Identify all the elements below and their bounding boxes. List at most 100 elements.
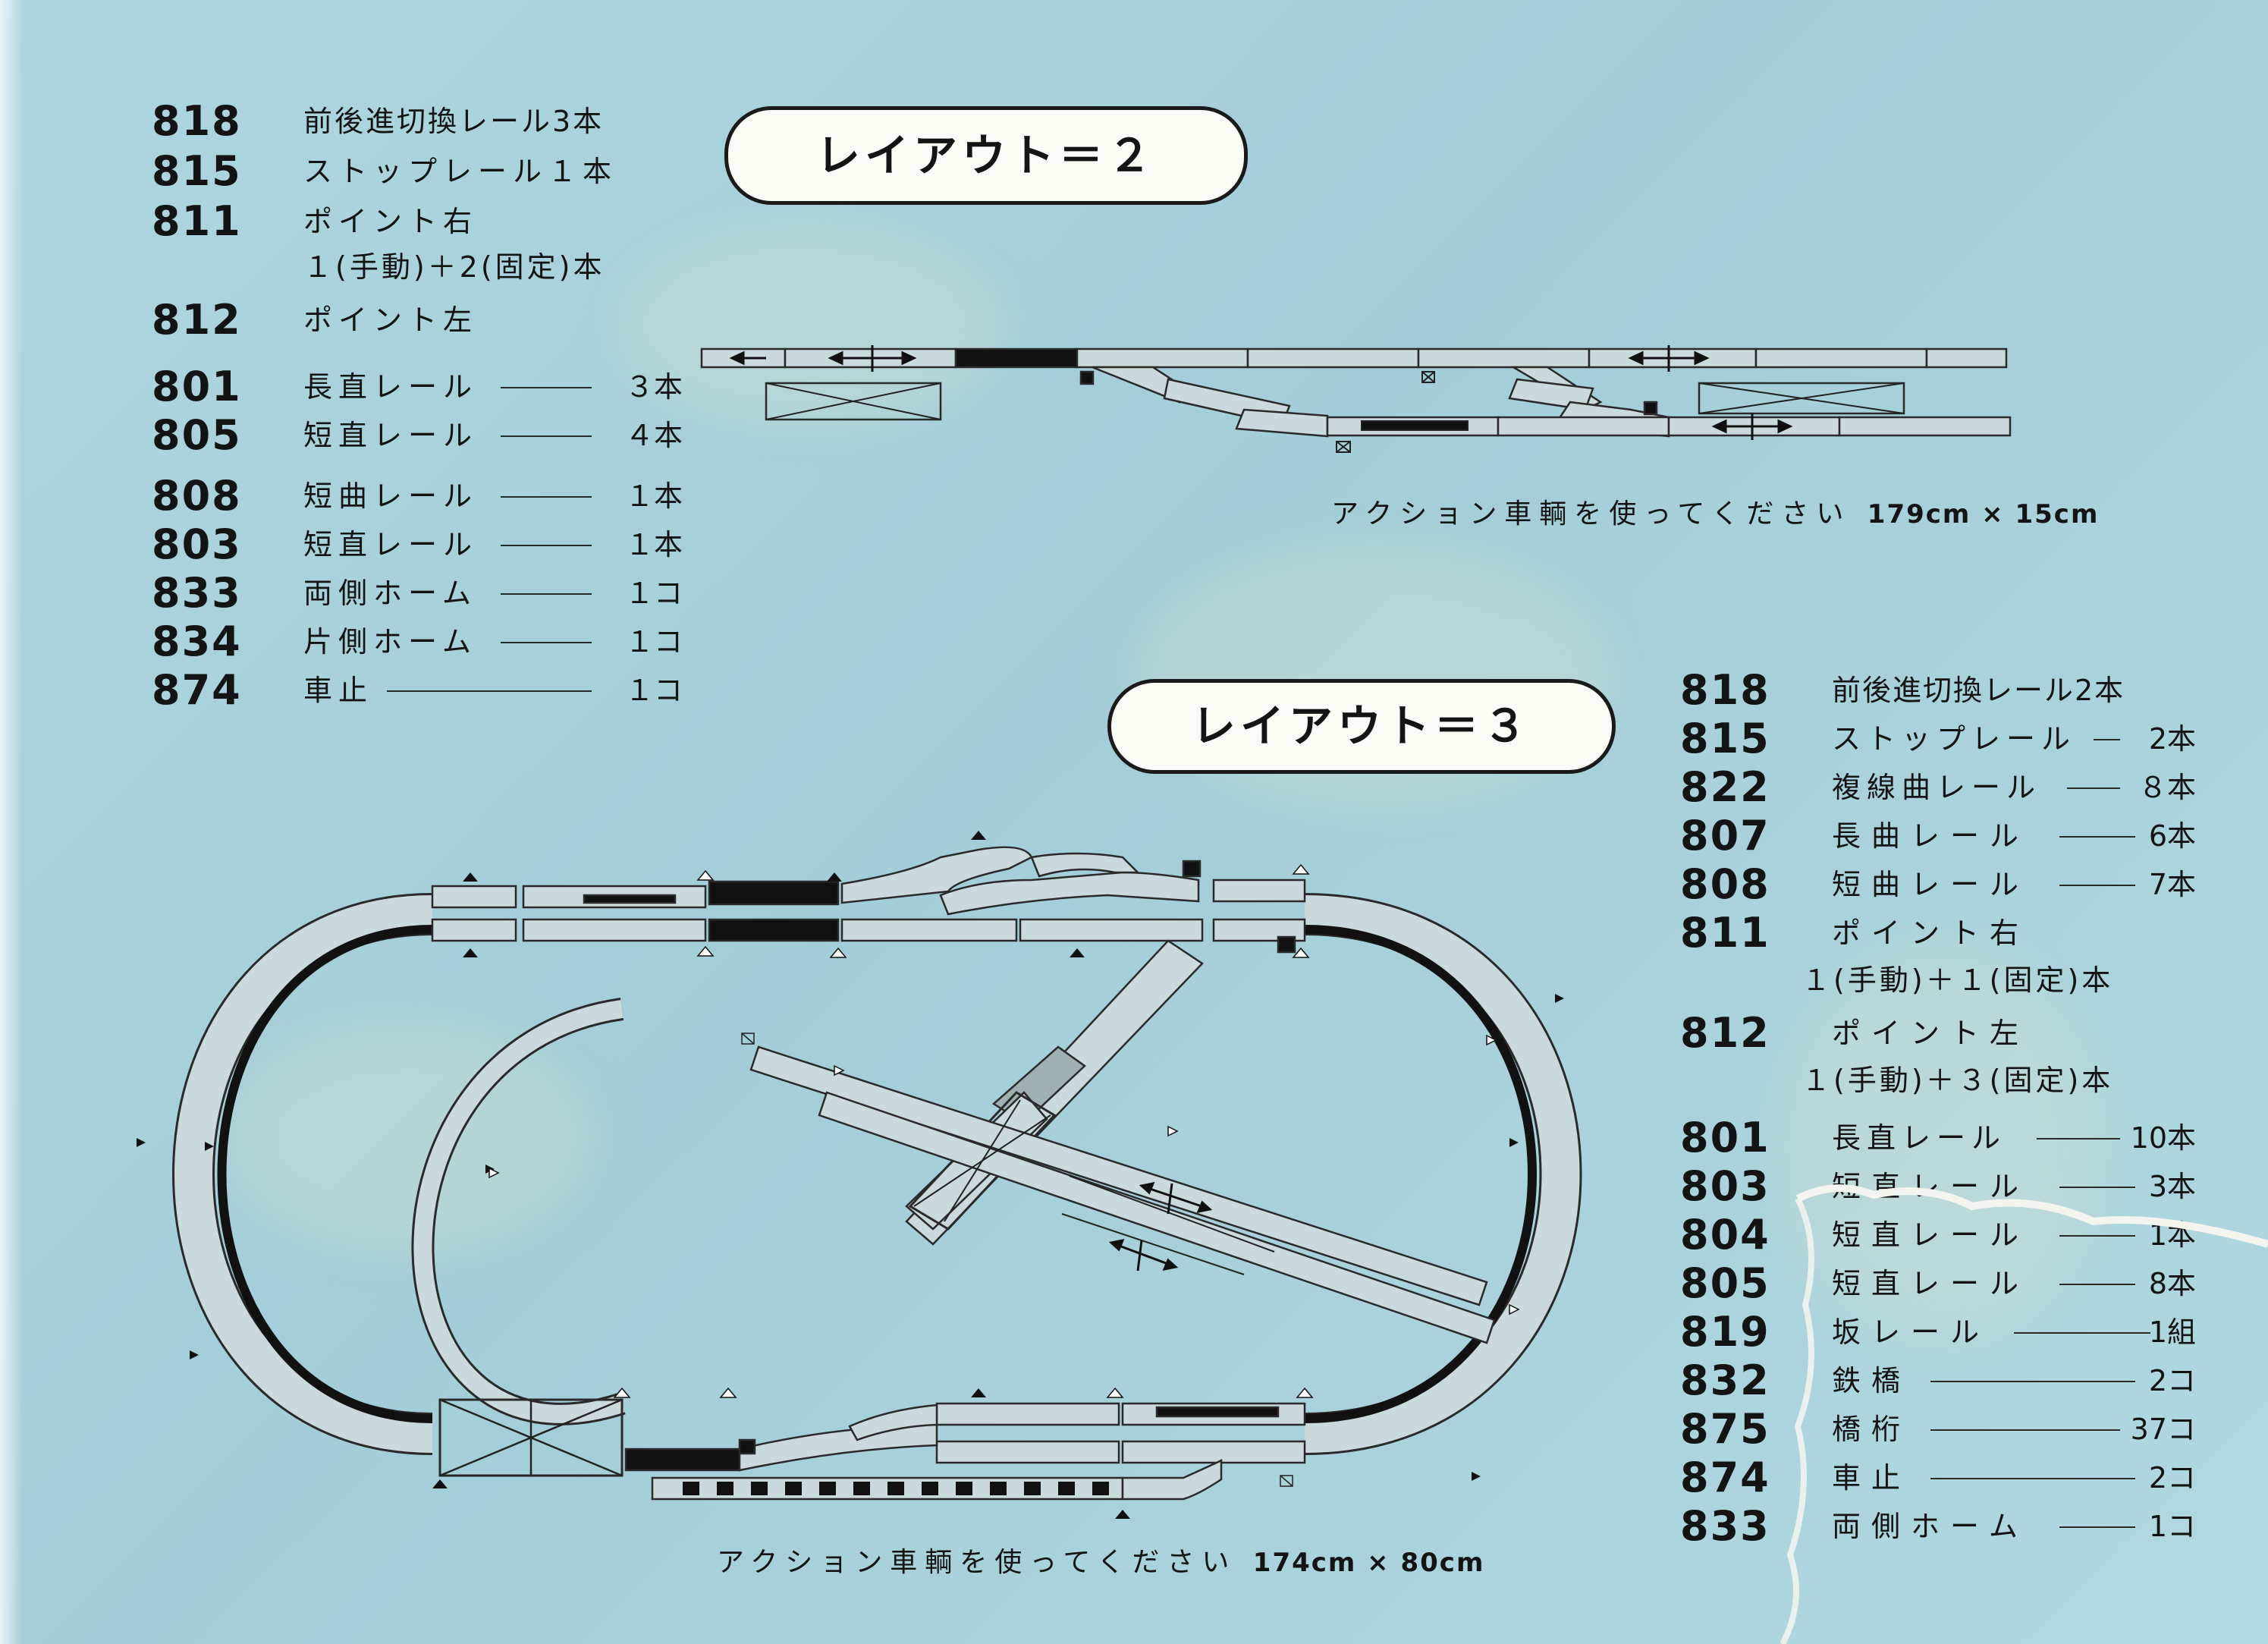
part-row: 815 ストップレール 2本 bbox=[1680, 716, 2196, 762]
part-code: 803 bbox=[152, 520, 242, 568]
part-name: 両側ホーム bbox=[1832, 1510, 2028, 1543]
part-code: 834 bbox=[152, 618, 242, 665]
part-code: 832 bbox=[1680, 1356, 1770, 1404]
part-name: 鉄橋 bbox=[1832, 1364, 1911, 1397]
diagonal-track bbox=[749, 1045, 1488, 1306]
part-qty: ８本 bbox=[2138, 771, 2196, 804]
caption-text: アクション車輌を使ってください bbox=[1331, 498, 1852, 530]
part-name: ポイント右 bbox=[1832, 916, 2030, 950]
part-row: 833 両側ホーム １コ bbox=[152, 571, 683, 616]
part-qty: １コ bbox=[624, 625, 683, 659]
part-name: 両側ホーム bbox=[303, 577, 477, 610]
part-name: 長直レール bbox=[1832, 1121, 2007, 1155]
leader-line bbox=[501, 642, 592, 643]
part-qty: ３本 bbox=[624, 370, 683, 404]
part-name: 短直レール bbox=[303, 419, 479, 452]
part-code: 815 bbox=[1680, 715, 1770, 762]
part-row: 808 短曲レール 7本 bbox=[1680, 862, 2196, 907]
part-812-detail: １(手動)＋３(固定)本 bbox=[1802, 1064, 2114, 1097]
layout3-title: レイアウト＝３ bbox=[1107, 679, 1616, 774]
part-code: 808 bbox=[152, 472, 242, 520]
part-name: 短曲レール bbox=[1832, 868, 2030, 901]
turnout bbox=[738, 1423, 938, 1472]
leader-line bbox=[2059, 885, 2135, 886]
bumper bbox=[1277, 935, 1296, 954]
part-code: 805 bbox=[1680, 1259, 1770, 1307]
part-code: 822 bbox=[1680, 763, 1770, 811]
part-name: ストップレール１本 bbox=[303, 155, 618, 188]
layout2-title: レイアウト＝２ bbox=[724, 106, 1248, 205]
part-code: 812 bbox=[152, 296, 242, 344]
part-name: 前後進切換レール2本 bbox=[1832, 674, 2125, 707]
track-segment bbox=[522, 918, 707, 942]
part-code: 819 bbox=[1680, 1308, 1770, 1356]
part-name: 短直レール bbox=[1832, 1170, 2030, 1203]
part-name: 短直レール bbox=[1832, 1267, 2030, 1300]
part-code: 807 bbox=[1680, 812, 1770, 860]
part-code: 818 bbox=[152, 97, 242, 145]
part-name: 長曲レール bbox=[1832, 819, 2030, 853]
paper-stain bbox=[228, 1024, 592, 1252]
diagonal-track bbox=[818, 1091, 1496, 1344]
part-name: 片側ホーム bbox=[303, 625, 477, 659]
leader-line bbox=[1930, 1429, 2120, 1431]
bumper bbox=[1079, 370, 1095, 385]
part-code: 811 bbox=[152, 197, 242, 245]
part-qty: 8本 bbox=[2148, 1267, 2196, 1300]
page-edge bbox=[0, 0, 23, 1644]
leader-line bbox=[501, 387, 592, 388]
bumper bbox=[1643, 401, 1658, 416]
part-name: 長直レール bbox=[303, 370, 479, 404]
part-row: 805 短直レール ４本 bbox=[152, 413, 683, 458]
leader-line bbox=[2059, 1187, 2135, 1188]
part-row: 834 片側ホーム １コ bbox=[152, 619, 683, 665]
track-segment bbox=[1019, 918, 1204, 942]
part-code: 874 bbox=[1680, 1454, 1770, 1501]
layout2-parts-list: 818 前後進切換レール3本 815 ストップレール１本 811 ポイント右 １… bbox=[152, 99, 683, 721]
part-qty: １コ bbox=[624, 674, 683, 707]
curve-track bbox=[848, 1404, 938, 1441]
platform bbox=[1698, 382, 1905, 415]
stop-rail bbox=[708, 880, 840, 906]
part-row: 808 短曲レール １本 bbox=[152, 473, 683, 519]
part-code: 818 bbox=[1680, 666, 1770, 714]
part-code: 815 bbox=[152, 147, 242, 195]
track-segment bbox=[1925, 347, 2008, 369]
part-row: 819 坂レール 1組 bbox=[1680, 1309, 2196, 1355]
part-row: 811 ポイント右 bbox=[1680, 910, 2196, 956]
leader-line bbox=[1930, 1381, 2135, 1382]
part-qty: 2コ bbox=[2148, 1461, 2196, 1495]
part-name: 車止 bbox=[1832, 1461, 1911, 1495]
leader-line bbox=[387, 690, 592, 692]
part-row: 805 短直レール 8本 bbox=[1680, 1261, 2196, 1306]
paper-stain bbox=[1783, 948, 2101, 1343]
part-qty: 2本 bbox=[2148, 722, 2196, 756]
leader-line bbox=[2059, 1526, 2135, 1528]
layout3-caption: アクション車輌を使ってください 174cm × 80cm bbox=[717, 1540, 1484, 1580]
bridge bbox=[908, 1091, 1057, 1231]
part-row: 874 車止 １コ bbox=[152, 668, 683, 713]
part-code: 804 bbox=[1680, 1211, 1770, 1259]
part-code: 805 bbox=[152, 411, 242, 459]
leader-line bbox=[501, 496, 592, 498]
layout-dimensions: 174cm × 80cm bbox=[1252, 1548, 1485, 1578]
part-row: 812 ポイント左 bbox=[1680, 1011, 2196, 1056]
track-segment bbox=[1246, 347, 1420, 369]
bumper bbox=[738, 1438, 756, 1455]
part-row: 818 前後進切換レール3本 bbox=[152, 99, 683, 144]
part-row: 811 ポイント右 bbox=[152, 199, 683, 244]
part-code: 874 bbox=[152, 666, 242, 714]
part-name: 複線曲レール bbox=[1832, 771, 2042, 804]
part-code: 833 bbox=[1680, 1502, 1770, 1550]
part-row: 807 長曲レール 6本 bbox=[1680, 813, 2196, 859]
part-name: ポイント右 bbox=[303, 205, 479, 238]
part-code: 801 bbox=[152, 363, 242, 410]
caption-text: アクション車輌を使ってください bbox=[717, 1547, 1237, 1578]
leader-line bbox=[2037, 1138, 2120, 1139]
part-qty: １本 bbox=[624, 528, 683, 561]
bumper bbox=[1182, 860, 1202, 878]
part-row: 875 橋桁 37コ bbox=[1680, 1407, 2196, 1452]
part-name: ポイント左 bbox=[1832, 1017, 2030, 1050]
